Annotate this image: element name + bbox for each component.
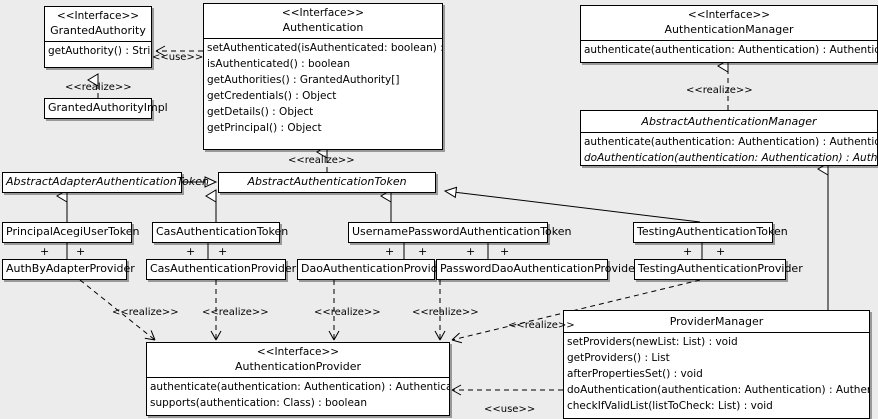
methods-compartment: setAuthenticated(isAuthenticated: boolea… [204,38,442,137]
class-name: AuthenticationManager [664,23,794,36]
edge-label-realize-auth-by-adapter: <<realize>> [112,307,179,318]
methods-compartment: authenticate(authentication: Authenticat… [581,40,877,59]
method-after-properties-set: afterPropertiesSet() : void [567,368,703,380]
class-name: AuthenticationProvider [234,360,362,373]
class-name: GrantedAuthority [50,24,146,37]
method-set-providers: setProviders(newList: List) : void [567,336,738,348]
edge-label-realize-cas-provider: <<realize>> [202,307,269,318]
stereotype-label: <<Interface>> [687,9,771,21]
edge-label-realize-dao-provider: <<realize>> [314,307,381,318]
class-cas-authentication-token[interactable]: CasAuthenticationToken [152,222,289,243]
method-do-authentication: doAuthentication(authentication: Authent… [584,152,877,164]
class-authentication-manager[interactable]: <<Interface>> AuthenticationManager auth… [580,5,878,63]
edge-label-realize-abstract-authentication-manager: <<realize>> [686,85,753,96]
class-header: <<Interface>> Authentication [204,4,442,38]
class-name: Authentication [282,21,364,34]
multiplicity-marker: + [385,245,395,258]
class-name: GrantedAuthorityImpl [48,101,168,114]
multiplicity-marker: + [40,245,50,258]
method-supports: supports(authentication: Class) : boolea… [150,397,367,409]
class-name: AbstractAdapterAuthenticationToken [6,175,209,188]
class-testing-authentication-token[interactable]: TestingAuthenticationToken [633,222,788,243]
class-authentication[interactable]: <<Interface>> Authentication setAuthenti… [203,3,443,150]
multiplicity-marker: + [683,245,693,258]
multiplicity-marker: + [716,245,726,258]
class-username-password-authentication-token[interactable]: UsernamePasswordAuthenticationToken [348,222,572,243]
method-get-details: getDetails() : Object [207,106,314,118]
multiplicity-marker: + [76,245,86,258]
class-header: <<Interface>> GrantedAuthority [45,7,151,41]
class-name: DaoAuthenticationProvider [301,262,449,275]
class-header: <<Interface>> AuthenticationManager [581,6,877,40]
class-authentication-provider[interactable]: <<Interface>> AuthenticationProvider aut… [146,342,450,416]
methods-compartment: authenticate(authentication: Authenticat… [147,377,449,412]
multiplicity-marker: + [218,245,228,258]
stereotype-label: <<Interface>> [256,346,340,358]
edge-label-realize-password-dao-provider: <<realize>> [412,307,479,318]
class-name: TestingAuthenticationProvider [638,262,803,275]
multiplicity-marker: + [418,245,428,258]
class-password-dao-authentication-provider[interactable]: PasswordDaoAuthenticationProvider [436,259,640,280]
method-authenticate: authenticate(authentication: Authenticat… [584,44,877,56]
class-header: ProviderManager [564,311,869,332]
edge-label-use-provider-manager: <<use>> [484,404,536,415]
class-name: AbstractAuthenticationManager [641,115,817,128]
multiplicity-marker: + [186,245,196,258]
stereotype-label: <<Interface>> [56,10,140,22]
method-get-authorities: getAuthorities() : GrantedAuthority[] [207,74,400,86]
method-get-principal: getPrincipal() : Object [207,122,322,134]
class-provider-manager[interactable]: ProviderManager setProviders(newList: Li… [563,310,870,419]
methods-compartment: getAuthority() : String [45,41,151,60]
class-name: PasswordDaoAuthenticationProvider [440,262,640,275]
edge-label-realize-testing-provider: <<realize>> [508,320,575,331]
method-check-if-valid-list: checkIfValidList(listToCheck: List) : vo… [567,400,773,412]
multiplicity-marker: + [466,245,476,258]
class-name: TestingAuthenticationToken [637,225,788,238]
class-granted-authority-impl[interactable]: GrantedAuthorityImpl [44,98,168,119]
method-get-authority: getAuthority() : String [48,45,151,57]
methods-compartment: setProviders(newList: List) : void getPr… [564,332,869,415]
edge-label-realize-abstract-authentication-token: <<realize>> [288,155,355,166]
class-name: UsernamePasswordAuthenticationToken [352,225,572,238]
class-name: CasAuthenticationToken [156,225,289,238]
method-authenticate: authenticate(authentication: Authenticat… [150,381,449,393]
method-set-authenticated: setAuthenticated(isAuthenticated: boolea… [207,42,442,54]
edge-label-use-granted-authority: <<use>> [152,52,204,63]
method-is-authenticated: isAuthenticated() : boolean [207,58,350,70]
class-auth-by-adapter-provider[interactable]: AuthByAdapterProvider [2,259,135,280]
class-cas-authentication-provider[interactable]: CasAuthenticationProvider [146,259,297,280]
class-principal-acegi-user-token[interactable]: PrincipalAcegiUserToken [2,222,140,243]
class-abstract-adapter-authentication-token[interactable]: AbstractAdapterAuthenticationToken [2,172,209,193]
stereotype-label: <<Interface>> [281,7,365,19]
class-name: AbstractAuthenticationToken [247,175,407,188]
class-name: PrincipalAcegiUserToken [6,225,140,238]
method-get-credentials: getCredentials() : Object [207,90,337,102]
class-abstract-authentication-token[interactable]: AbstractAuthenticationToken [218,172,436,193]
method-authenticate: authenticate(authentication: Authenticat… [584,136,877,148]
class-name: CasAuthenticationProvider [150,262,297,275]
class-name: AuthByAdapterProvider [6,262,135,275]
class-dao-authentication-provider[interactable]: DaoAuthenticationProvider [297,259,449,280]
methods-compartment: authenticate(authentication: Authenticat… [581,132,877,167]
multiplicity-marker: + [500,245,510,258]
class-testing-authentication-provider[interactable]: TestingAuthenticationProvider [634,259,803,280]
method-get-providers: getProviders() : List [567,352,670,364]
class-granted-authority[interactable]: <<Interface>> GrantedAuthority getAuthor… [44,6,152,68]
class-header: AbstractAuthenticationManager [581,111,877,132]
class-header: <<Interface>> AuthenticationProvider [147,343,449,377]
class-abstract-authentication-manager[interactable]: AbstractAuthenticationManager authentica… [580,110,878,166]
method-do-authentication: doAuthentication(authentication: Authent… [567,384,869,396]
edge-label-realize-granted-authority-impl: <<realize>> [65,82,132,93]
class-name: ProviderManager [669,315,764,328]
